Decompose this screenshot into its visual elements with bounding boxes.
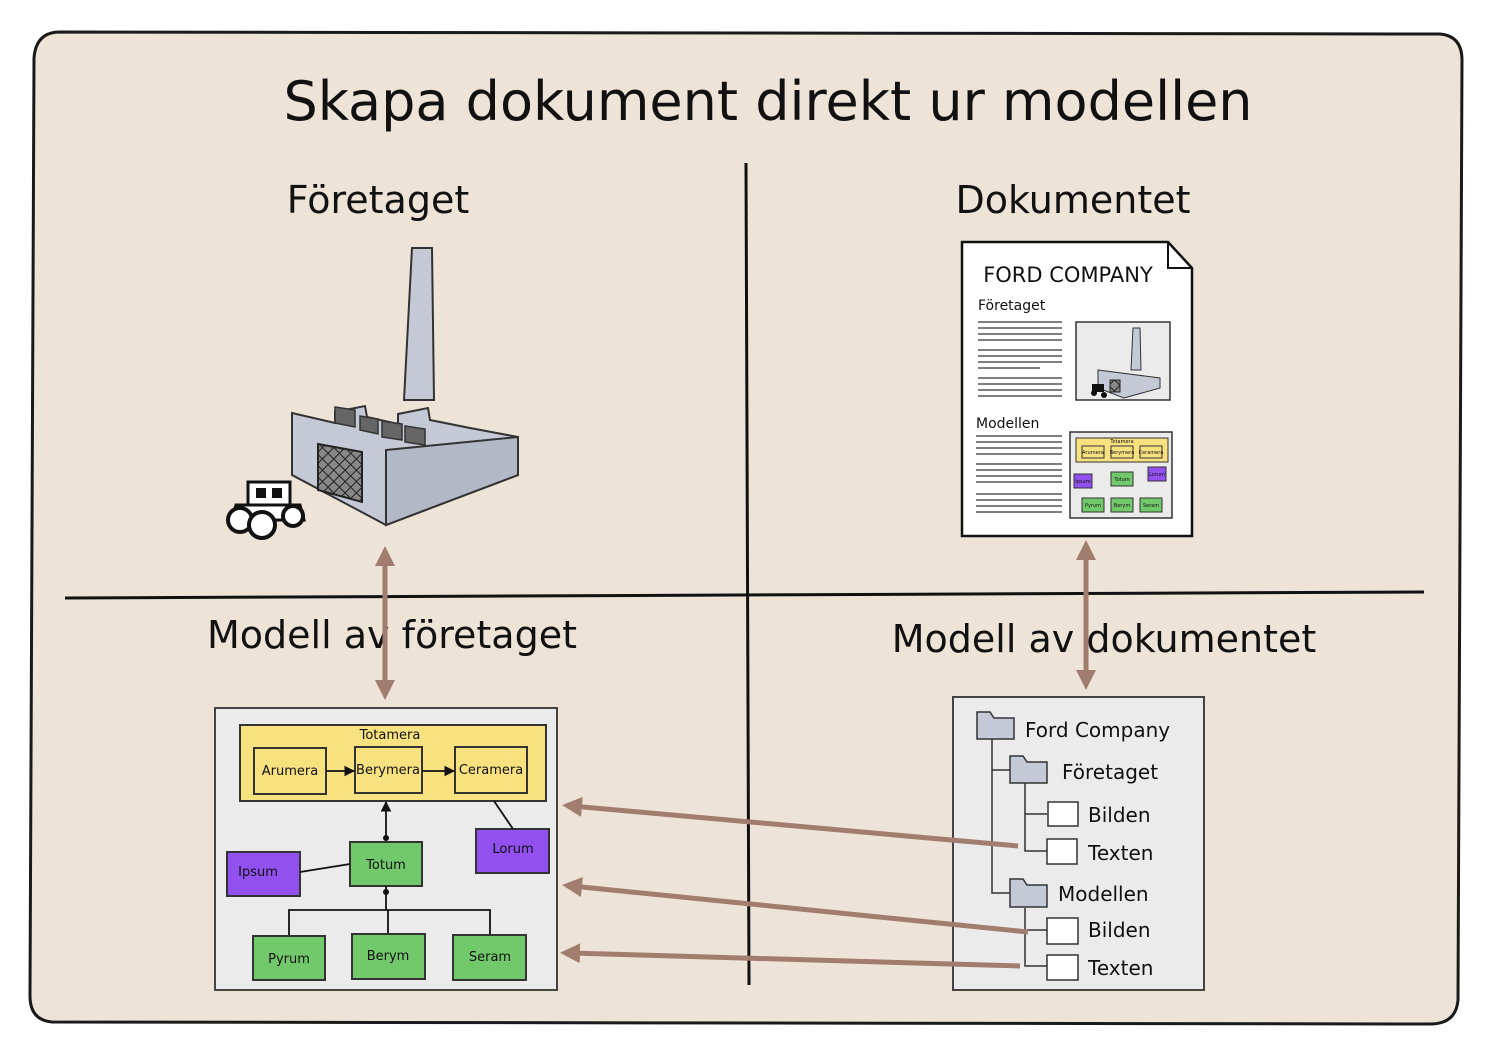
file-icon (1046, 954, 1079, 981)
edge-dot (383, 835, 389, 841)
factory-icon (291, 247, 519, 527)
document-model-thumbnail: Totamera Arumera Berymera Ceramera Totum… (1069, 431, 1173, 519)
mini-item-label: Arumera (1082, 450, 1104, 456)
node-totum-label: Totum (365, 858, 406, 873)
node-seram (452, 934, 527, 981)
company-model-panel: Totamera Arumera Berymera Ceramera Totum… (214, 707, 558, 991)
label-modell-av-foretaget: Modell av företaget (207, 613, 577, 657)
document-page: FORD COMPANY Företaget Modellen Totamera (960, 240, 1194, 538)
tree-folder-foretaget[interactable]: Företaget (1062, 760, 1158, 784)
edge-ipsum-totum (299, 863, 351, 873)
divider-vertical (744, 162, 751, 986)
file-icon (1047, 801, 1079, 827)
node-ipsum-label: Ipsum (238, 865, 278, 880)
edge-dot (383, 889, 389, 895)
folder-icon (976, 711, 1015, 740)
diagram-title: Skapa dokument direkt ur modellen (283, 70, 1252, 133)
tree-line-root (991, 738, 1010, 894)
edge-lorum-totamera (493, 800, 514, 830)
node-ceramera (454, 746, 528, 794)
document-section-foretaget: Företaget (978, 298, 1046, 314)
label-modell-av-dokumentet: Modell av dokumentet (892, 617, 1317, 661)
node-lorum (475, 828, 550, 874)
mini-child-label: Berym (1114, 503, 1131, 509)
group-totamera-label: Totamera (359, 728, 421, 743)
mini-group-label: Totamera (1109, 439, 1133, 445)
arrow-texten-model (560, 943, 1021, 969)
label-foretaget: Företaget (287, 178, 470, 222)
mini-left-label: Ipsum (1075, 479, 1090, 485)
tree-file-texten[interactable]: Texten (1087, 841, 1153, 865)
node-ceramera-label: Ceramera (459, 763, 523, 778)
node-ipsum (226, 851, 301, 897)
tree-folder-modellen[interactable]: Modellen (1058, 882, 1149, 906)
document-text-lines (976, 321, 1062, 513)
folder-icon (1009, 755, 1048, 784)
node-berym-label: Berym (367, 949, 410, 964)
node-pyrum (252, 935, 326, 981)
tree-line-modellen (1024, 908, 1047, 967)
car-icon (226, 480, 306, 540)
node-lorum-label: Lorum (492, 842, 533, 857)
document-factory-thumbnail (1075, 321, 1171, 401)
mini-child-label: Seram (1143, 503, 1159, 509)
file-icon (1046, 838, 1078, 865)
tree-file-bilden[interactable]: Bilden (1088, 918, 1151, 942)
node-arumera (253, 747, 327, 795)
mini-child-label: Pyrum (1085, 503, 1101, 509)
mini-item-label: Berymera (1110, 450, 1135, 456)
connector-arrows (375, 540, 1096, 969)
node-seram-label: Seram (469, 950, 511, 965)
arrow-foretaget-totamera (562, 796, 1019, 849)
arrow-bilden-model (562, 877, 1029, 935)
mini-right-label: Lorum (1149, 472, 1165, 478)
node-berymera-label: Berymera (356, 763, 420, 778)
node-arumera-label: Arumera (262, 764, 318, 779)
edge-children-bus (288, 909, 491, 935)
document-section-modellen: Modellen (976, 416, 1039, 432)
folder-icon (1009, 878, 1048, 908)
tree-file-texten[interactable]: Texten (1087, 956, 1153, 980)
tree-line-foretaget (1024, 783, 1047, 852)
node-pyrum-label: Pyrum (268, 952, 310, 967)
tree-root-label[interactable]: Ford Company (1025, 718, 1170, 742)
file-icon (1046, 917, 1079, 945)
document-heading: FORD COMPANY (983, 263, 1153, 287)
divider-horizontal (64, 590, 1425, 600)
node-berym (351, 933, 426, 980)
mini-center-label: Totum (1113, 477, 1129, 483)
mini-item-label: Ceramera (1139, 450, 1164, 456)
label-dokumentet: Dokumentet (955, 178, 1190, 222)
tree-file-bilden[interactable]: Bilden (1088, 803, 1151, 827)
